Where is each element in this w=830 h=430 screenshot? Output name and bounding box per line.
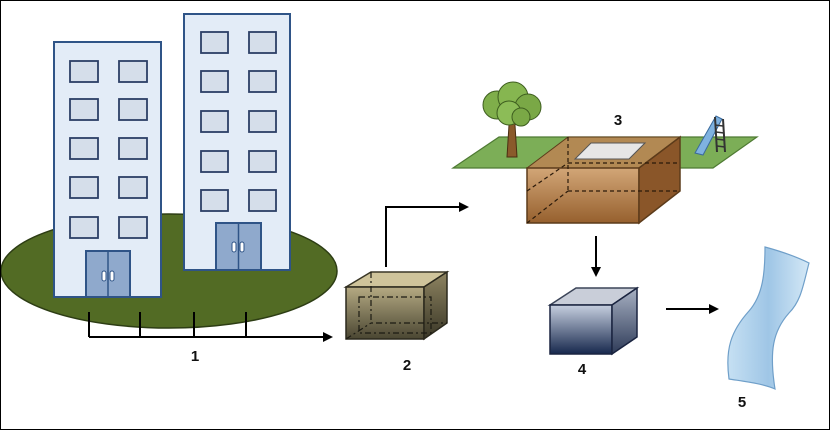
tree-icon: [482, 81, 542, 158]
plaza-slab: [573, 142, 647, 160]
drainage-pipes: [88, 312, 247, 337]
discharge-water-5: [727, 246, 810, 390]
step-label-5: 5: [738, 394, 746, 411]
building-left: [53, 41, 162, 298]
step-label-2: 2: [403, 357, 411, 374]
building-right-windows: [200, 31, 277, 212]
step-label-4: 4: [578, 361, 587, 378]
building-left-windows: [69, 60, 148, 239]
park-ground: [451, 135, 759, 225]
building-right-door: [215, 222, 262, 271]
step-label-3: 3: [614, 112, 622, 129]
building-right: [183, 13, 291, 271]
playground-slide-icon: [694, 115, 726, 156]
step-label-1: 1: [191, 348, 199, 365]
arrow-to-storage-3: [385, 202, 469, 267]
treatment-unit-4: [547, 286, 640, 356]
building-left-door: [85, 250, 131, 298]
collection-tank-2: [343, 270, 450, 341]
